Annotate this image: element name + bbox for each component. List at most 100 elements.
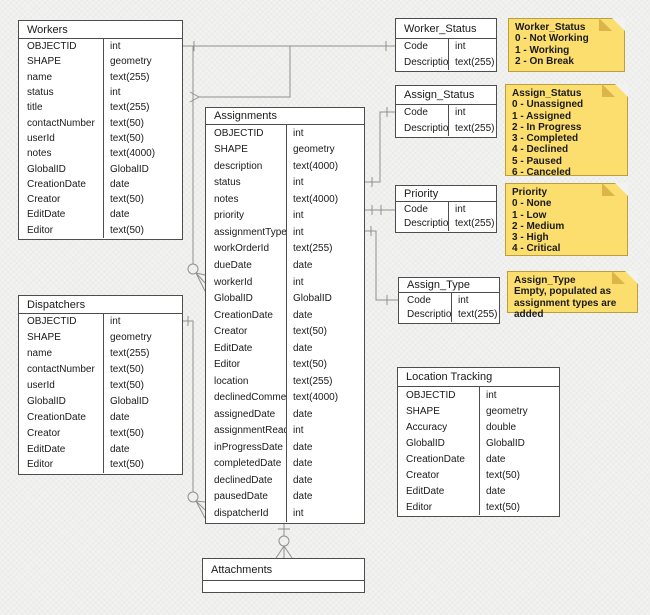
field-type: text(50) xyxy=(103,361,182,378)
note-line: 4 - Declined xyxy=(512,144,569,156)
field-type: text(255) xyxy=(286,240,364,258)
field-name: workerId xyxy=(214,276,253,288)
field-type: text(255) xyxy=(286,372,364,390)
field-name: Code xyxy=(407,294,431,306)
field-type: text(50) xyxy=(103,425,182,442)
field-type: geometry xyxy=(103,54,182,70)
field-type: geometry xyxy=(479,403,559,419)
field-type: date xyxy=(286,339,364,357)
field-name: EditDate xyxy=(406,485,445,497)
field-type: date xyxy=(103,441,182,458)
field-type: date xyxy=(286,306,364,324)
rel-workerstatus-status-arrow xyxy=(189,46,291,103)
field-type: date xyxy=(103,176,182,192)
field-row: Descriptiontext(255) xyxy=(396,54,496,70)
note-title: Worker_Status xyxy=(515,22,586,33)
field-type: date xyxy=(286,406,364,423)
field-type: int xyxy=(286,174,364,192)
table-attachments[interactable]: Attachments xyxy=(202,558,365,593)
field-type: int xyxy=(448,39,496,55)
table-assign_type[interactable]: Assign_TypeCodeintDescriptiontext(255) xyxy=(398,277,500,324)
field-name: OBJECTID xyxy=(214,127,264,139)
field-name: Code xyxy=(404,203,428,215)
field-name: GlobalID xyxy=(27,163,66,175)
field-name: Description xyxy=(404,218,448,230)
note-line: 6 - Canceled xyxy=(512,167,571,179)
field-row: declinedCommenttext(4000) xyxy=(206,389,364,407)
field-type: GlobalID xyxy=(103,393,182,410)
field-type: int xyxy=(103,314,182,330)
field-type: geometry xyxy=(103,329,182,346)
field-type: geometry xyxy=(286,141,364,159)
field-name: CreationDate xyxy=(406,453,465,465)
field-type: GlobalID xyxy=(103,161,182,177)
note-line: 3 - Completed xyxy=(512,133,579,145)
field-name: Creator xyxy=(27,194,61,206)
field-name: OBJECTID xyxy=(27,41,77,53)
field-row: EditDate date xyxy=(398,483,559,499)
field-name: Accuracy xyxy=(406,421,448,433)
field-name: GlobalID xyxy=(214,293,253,305)
field-type: int xyxy=(103,39,182,55)
field-type: date xyxy=(479,483,559,499)
field-type: text(50) xyxy=(103,377,182,394)
field-name: name xyxy=(27,71,53,83)
field-type: int xyxy=(451,293,499,308)
field-type: int xyxy=(286,125,364,142)
field-type: int xyxy=(286,207,364,225)
table-assign_status[interactable]: Assign_StatusCodeintDescriptiontext(255) xyxy=(395,85,497,138)
field-name: Editor xyxy=(27,459,54,471)
field-type: GlobalID xyxy=(479,435,559,451)
note-title: Assign_Status xyxy=(512,88,582,99)
field-name: CreationDate xyxy=(27,411,86,423)
note-line: 2 - On Break xyxy=(515,55,574,67)
field-name: status xyxy=(27,87,54,99)
field-type: text(50) xyxy=(103,115,182,131)
note-line: 4 - Critical xyxy=(512,243,561,255)
field-type: text(50) xyxy=(103,191,182,208)
field-type: date xyxy=(103,409,182,426)
field-type: text(50) xyxy=(103,222,182,238)
field-row: CreationDate date xyxy=(19,409,182,426)
table-priority[interactable]: PriorityCodeintDescriptiontext(255) xyxy=(395,185,497,233)
field-name: declinedDate xyxy=(214,474,273,486)
field-type: int xyxy=(448,202,496,217)
field-type: text(4000) xyxy=(286,191,364,208)
field-row: Code int xyxy=(396,202,496,217)
field-row: OBJECTID int xyxy=(206,125,364,142)
field-type: text(255) xyxy=(103,345,182,362)
field-name: Description xyxy=(404,56,448,68)
field-type: text(4000) xyxy=(286,158,364,175)
field-type: text(255) xyxy=(448,54,496,70)
field-type: date xyxy=(286,439,364,456)
field-type: date xyxy=(286,257,364,274)
table-worker_status[interactable]: Worker_StatusCodeintDescriptiontext(255) xyxy=(395,18,497,72)
